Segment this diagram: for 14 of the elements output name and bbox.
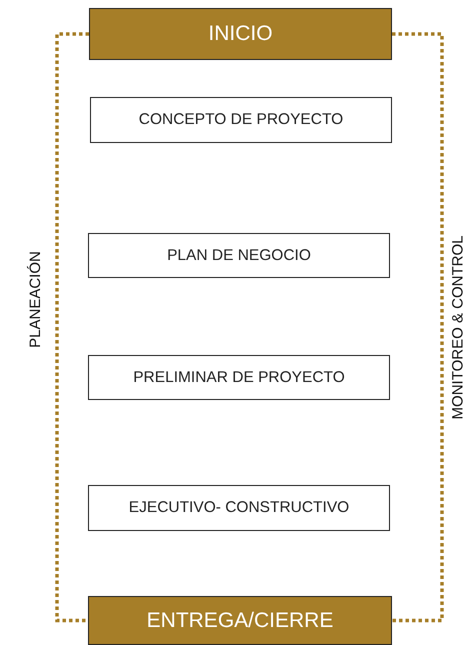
stage-title: PLAN DE NEGOCIO xyxy=(167,246,311,264)
stage-box xyxy=(90,97,392,143)
stage-box xyxy=(88,355,390,400)
dotted-connector xyxy=(392,32,444,622)
stage-box xyxy=(88,485,390,531)
dotted-connector xyxy=(55,32,89,622)
stage-title: EJECUTIVO- CONSTRUCTIVO xyxy=(128,499,350,517)
phase-title: INICIO xyxy=(208,22,273,46)
stage-title: CONCEPTO DE PROYECTO xyxy=(138,111,344,129)
phase-bar xyxy=(88,596,392,645)
stage-box xyxy=(88,233,390,278)
stage-title: PRELIMINAR DE PROYECTO xyxy=(133,368,345,386)
phase-title: ENTREGA/CIERRE xyxy=(146,608,334,632)
phase-bar xyxy=(89,8,392,60)
